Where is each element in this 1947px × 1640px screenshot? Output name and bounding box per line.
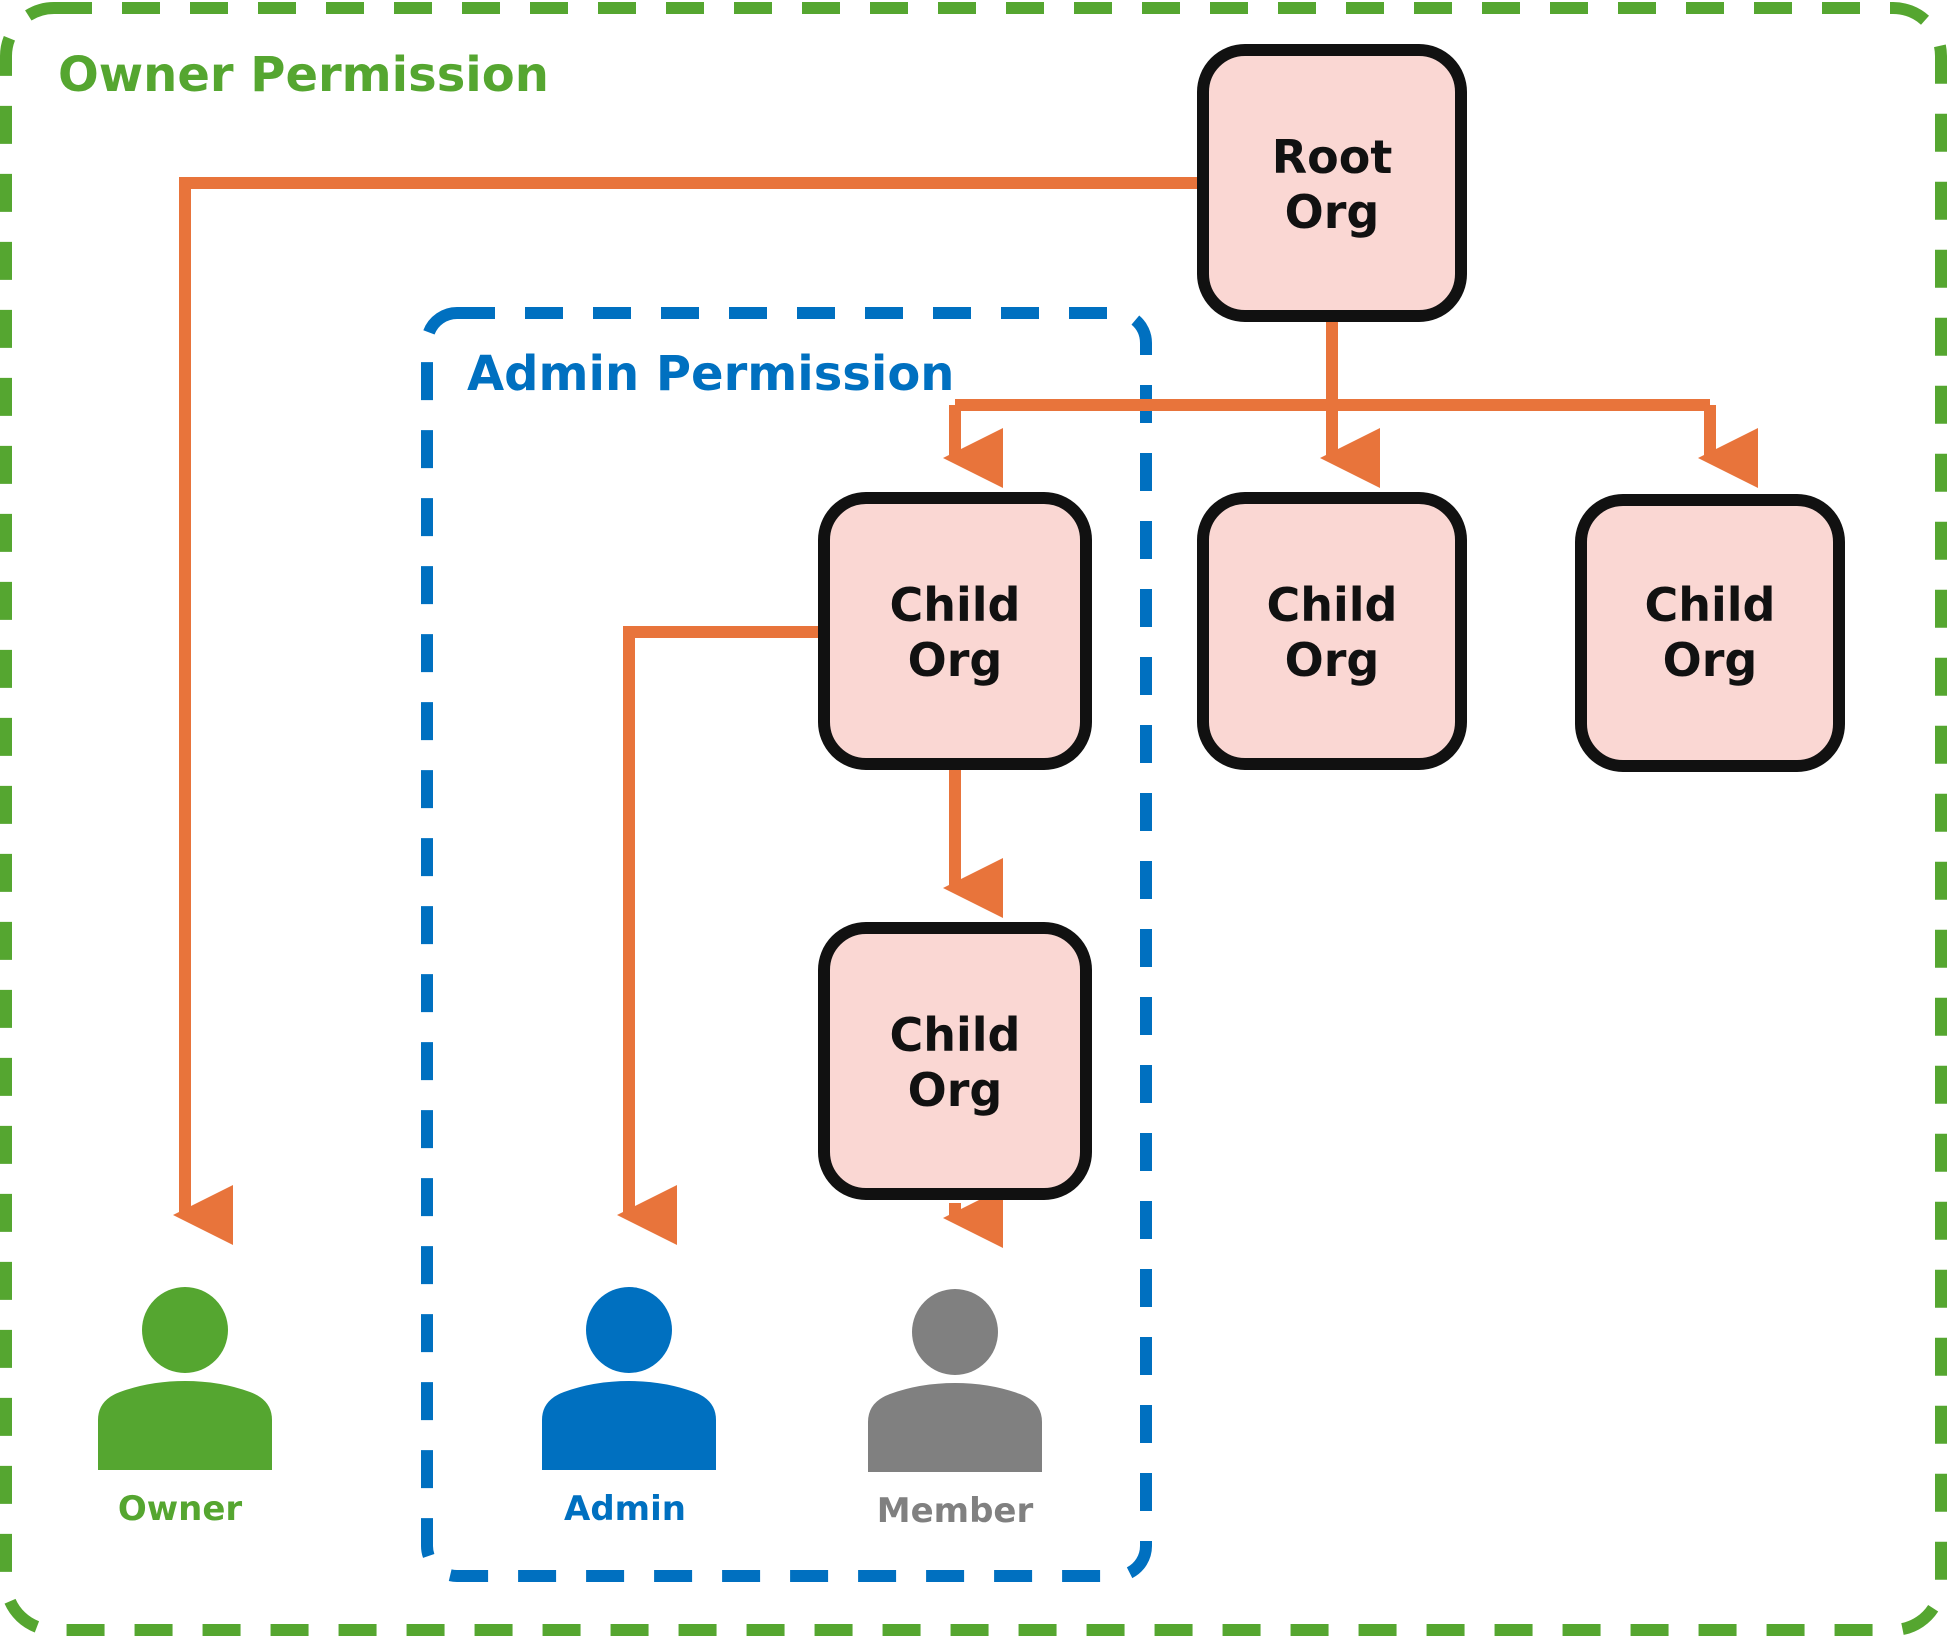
child-org-1-label-line1: Child (890, 578, 1021, 632)
grandchild-org-node: Child Org (818, 922, 1092, 1200)
person-icon (542, 1287, 716, 1470)
grandchild-org-label-line2: Org (908, 1063, 1003, 1117)
arrow-child-to-admin (617, 626, 824, 1245)
member-label: Member (877, 1491, 1034, 1531)
grandchild-org-label-line1: Child (890, 1008, 1021, 1062)
arrow-root-to-owner (173, 177, 1203, 1245)
admin-person: Admin (542, 1287, 716, 1529)
root-org-label-line2: Org (1285, 185, 1380, 239)
person-icon (98, 1287, 272, 1470)
connectors (173, 177, 1758, 1248)
member-person: Member (868, 1289, 1042, 1531)
child-org-3-label-line2: Org (1663, 633, 1758, 687)
child-org-3-label-line1: Child (1645, 578, 1776, 632)
admin-permission-region (421, 307, 1152, 1582)
root-org-label-line1: Root (1272, 130, 1393, 184)
admin-label: Admin (564, 1489, 686, 1529)
child-org-1-label-line2: Org (908, 633, 1003, 687)
owner-permission-title: Owner Permission (58, 47, 549, 103)
root-org-node: Root Org (1197, 44, 1467, 322)
child-org-node-2: Child Org (1197, 492, 1467, 770)
person-icon (868, 1289, 1042, 1472)
child-org-2-label-line2: Org (1285, 633, 1380, 687)
owner-person: Owner (98, 1287, 272, 1529)
child-org-node-3: Child Org (1575, 494, 1845, 772)
child-org-node-1: Child Org (818, 492, 1092, 770)
child-org-2-label-line1: Child (1267, 578, 1398, 632)
owner-label: Owner (118, 1489, 243, 1529)
admin-permission-title: Admin Permission (467, 346, 954, 402)
